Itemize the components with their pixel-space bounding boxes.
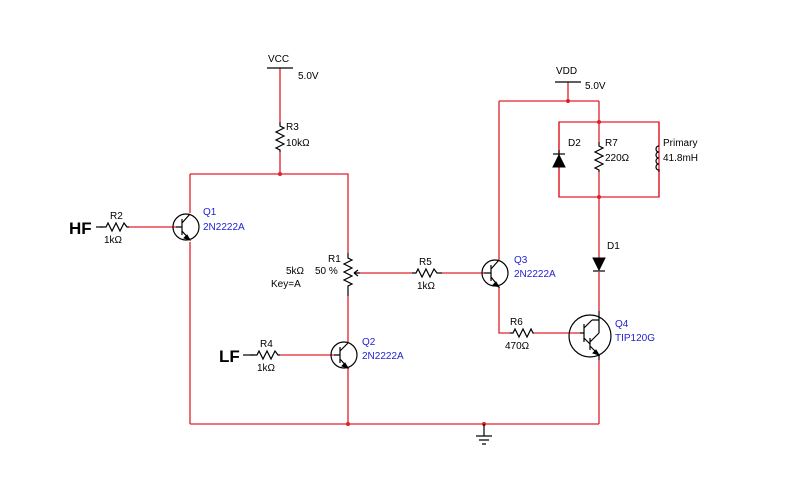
q2-ref: Q2 [362, 337, 376, 348]
wire-q3-emitter [498, 287, 510, 334]
q1-ref: Q1 [203, 207, 217, 218]
r7-ref: R7 [605, 138, 618, 149]
d1-ref: D1 [607, 241, 620, 252]
junction-dot [346, 422, 350, 426]
r4-ref: R4 [260, 339, 273, 350]
r1-key: Key=A [271, 279, 301, 290]
r7-value: 220Ω [605, 153, 630, 164]
diode-icon [552, 150, 566, 168]
resistor-r3: R3 10kΩ [274, 122, 310, 152]
resistor-r5: R5 1kΩ [412, 257, 442, 292]
vcc-name: VCC [268, 54, 289, 65]
resistor-icon [103, 221, 129, 233]
lf-input-label: LF [219, 347, 240, 366]
q3-model: 2N2222A [514, 269, 556, 280]
potentiometer-r1: R1 5kΩ 50 % Key=A [271, 253, 360, 296]
r1-value: 5kΩ [286, 266, 305, 277]
vcc-value: 5.0V [298, 71, 319, 82]
diode-icon [592, 257, 606, 272]
transistor-q3: Q3 2N2222A [481, 255, 556, 288]
resistor-r7: R7 220Ω [593, 138, 630, 172]
resistor-icon [254, 349, 280, 361]
r3-ref: R3 [286, 122, 299, 133]
vdd-supply: VDD 5.0V [555, 66, 606, 92]
ground-icon [476, 424, 492, 445]
r5-ref: R5 [419, 257, 432, 268]
junction-dot [597, 195, 601, 199]
junction-dot [597, 120, 601, 124]
wire-top-left-loop [190, 173, 349, 253]
wires [100, 68, 660, 425]
vdd-value: 5.0V [585, 81, 606, 92]
q4-model: TIP120G [615, 333, 655, 344]
transistor-q4: Q4 TIP120G [568, 311, 655, 360]
darlington-transistor-icon [568, 311, 612, 360]
transistor-q2: Q2 2N2222A [330, 337, 404, 369]
junction-dot [566, 99, 570, 103]
resistor-icon [510, 327, 534, 339]
inductor-ref: Primary [663, 138, 697, 149]
inductor-primary: Primary 41.8mH [655, 138, 698, 172]
wiper-arrow-icon [353, 269, 360, 277]
d2-ref: D2 [568, 138, 581, 149]
r3-value: 10kΩ [286, 138, 310, 149]
r4-value: 1kΩ [257, 363, 276, 374]
q1-model: 2N2222A [203, 222, 245, 233]
npn-transistor-icon [481, 259, 509, 288]
vcc-supply: VCC 5.0V [267, 54, 319, 82]
diode-d1: D1 [592, 241, 620, 272]
npn-transistor-icon [172, 213, 200, 241]
resistor-icon [412, 267, 442, 279]
r1-setting: 50 % [315, 266, 338, 277]
r1-ref: R1 [328, 254, 341, 265]
r2-ref: R2 [110, 211, 123, 222]
transistor-q1: Q1 2N2222A [172, 207, 245, 241]
resistor-r6: R6 470Ω [505, 317, 534, 352]
q2-model: 2N2222A [362, 351, 404, 362]
r5-value: 1kΩ [417, 281, 436, 292]
inductor-icon [655, 145, 660, 172]
resistor-icon [593, 142, 605, 172]
r6-ref: R6 [510, 317, 523, 328]
junctions [278, 99, 601, 426]
junction-dot [278, 172, 282, 176]
q4-ref: Q4 [615, 319, 629, 330]
r6-value: 470Ω [505, 341, 530, 352]
diode-d2: D2 [552, 138, 581, 168]
hf-input-label: HF [69, 219, 92, 238]
npn-transistor-icon [330, 341, 358, 369]
resistor-icon [274, 122, 286, 152]
vdd-name: VDD [556, 66, 577, 77]
resistor-r4: R4 1kΩ [254, 339, 280, 374]
resistor-r2: R2 1kΩ [103, 211, 129, 246]
q3-ref: Q3 [514, 255, 528, 266]
potentiometer-icon [342, 253, 354, 296]
inductor-value: 41.8mH [663, 153, 698, 164]
r2-value: 1kΩ [104, 235, 123, 246]
